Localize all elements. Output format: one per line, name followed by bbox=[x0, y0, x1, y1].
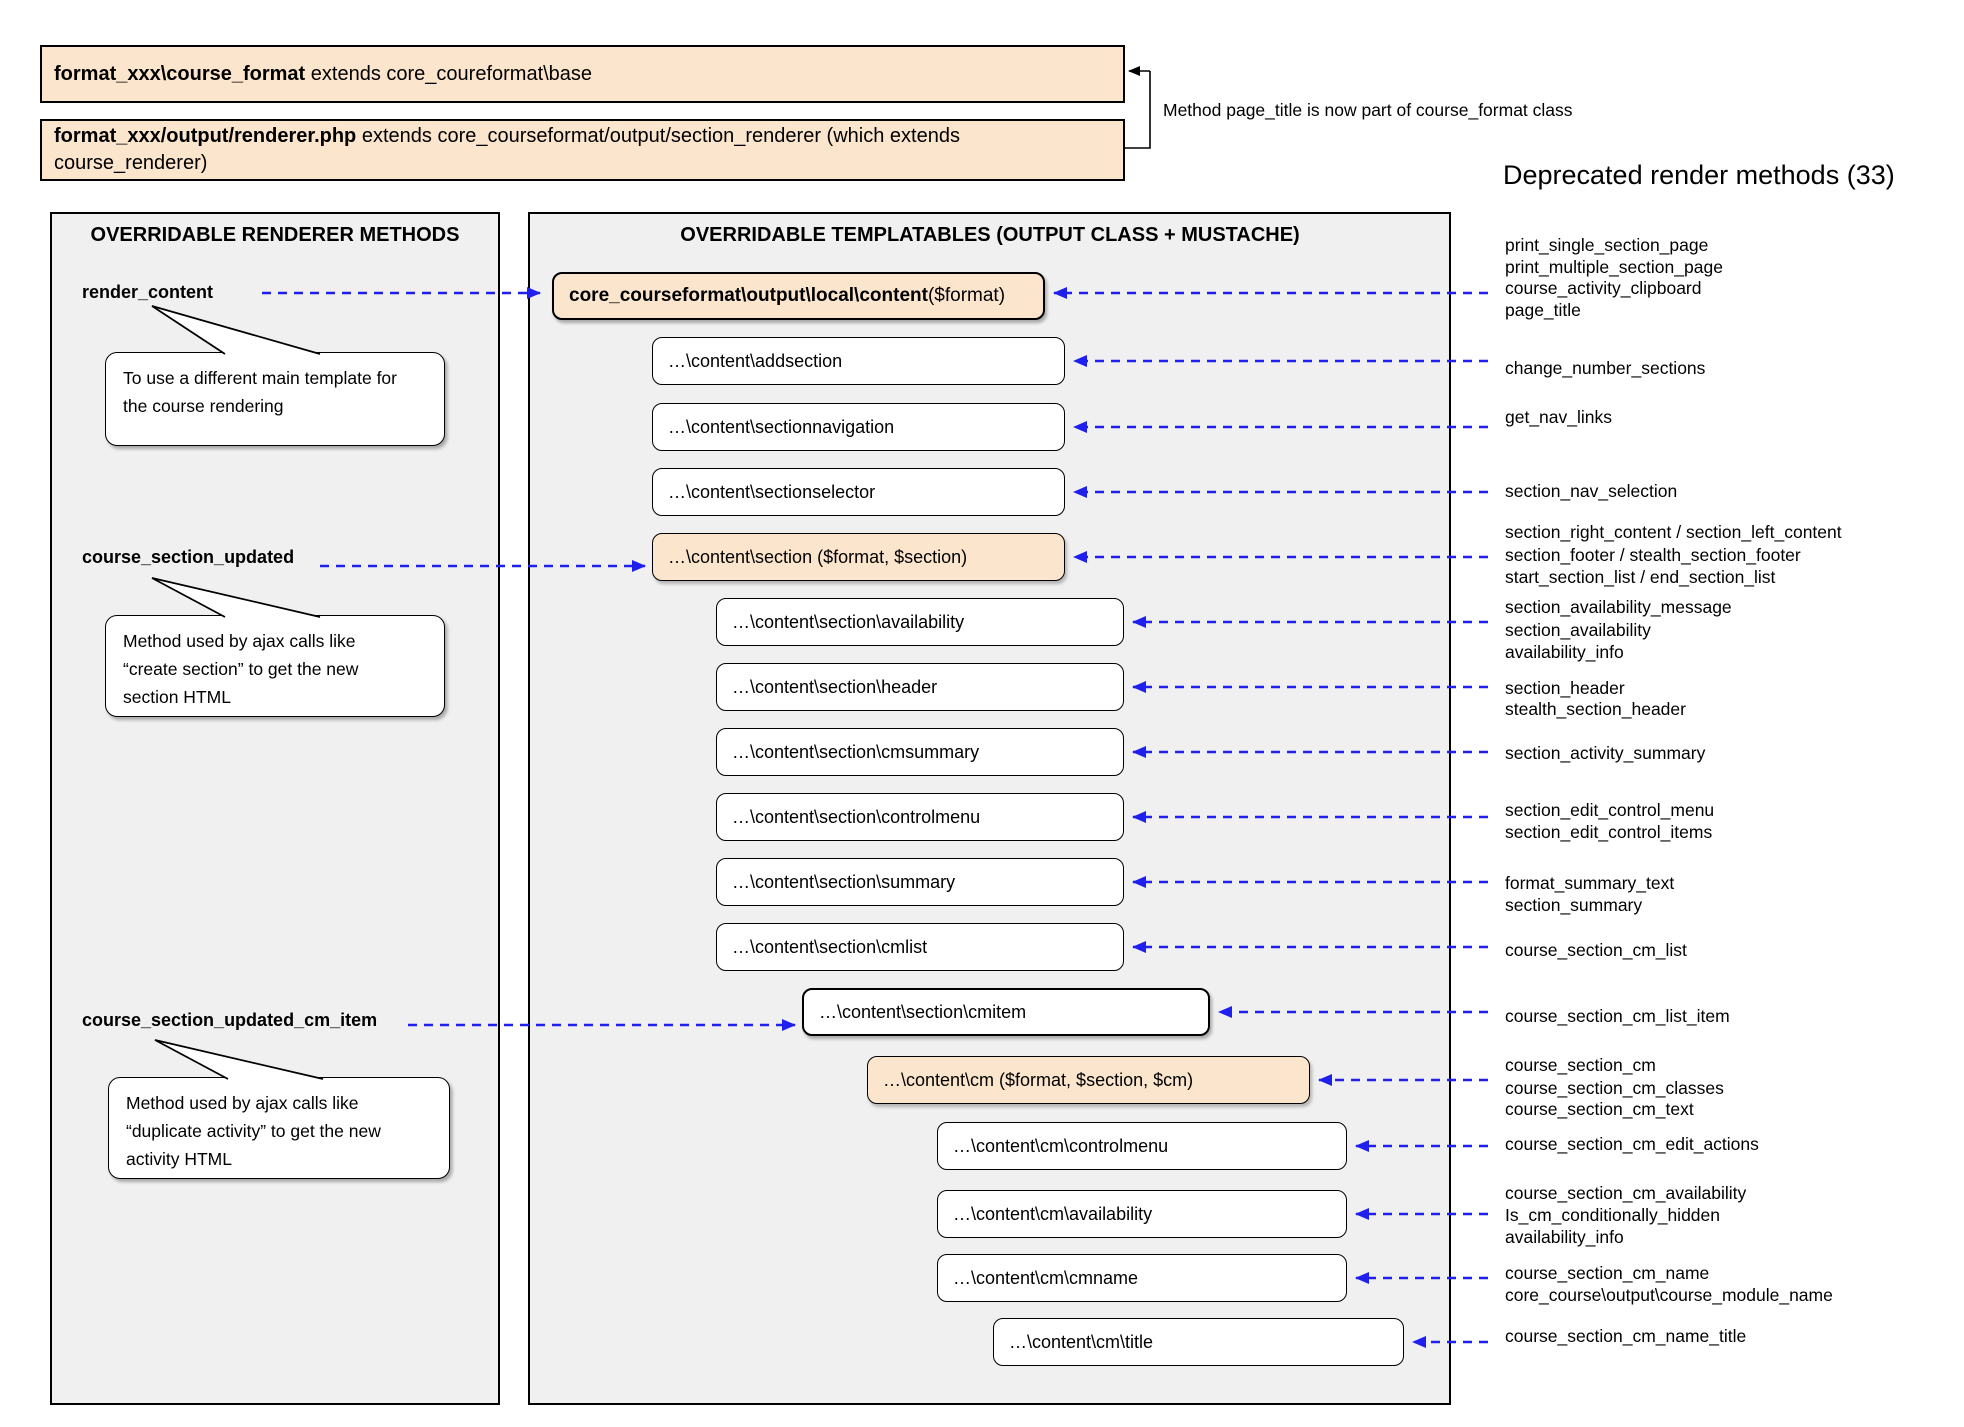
templatable-box-sectionselector: …\content\sectionselector bbox=[652, 468, 1065, 516]
deprecated-method-label: course_activity_clipboard bbox=[1505, 278, 1702, 298]
deprecated-method-label: start_section_list / end_section_list bbox=[1505, 567, 1776, 587]
templatable-box-section: …\content\section ($format, $section) bbox=[652, 533, 1065, 581]
deprecated-method-label: section_footer / stealth_section_footer bbox=[1505, 545, 1801, 565]
speech-bubble-line: To use a different main template for bbox=[123, 368, 397, 388]
speech-bubble-line: section HTML bbox=[123, 687, 231, 707]
deprecated-method-label: course_section_cm_name bbox=[1505, 1263, 1710, 1283]
deprecated-title: Deprecated render methods (33) bbox=[1503, 160, 1895, 190]
renderer-box-bold: format_xxx/output/renderer.php bbox=[54, 125, 357, 147]
renderer-box: format_xxx/output/renderer.php extends c… bbox=[40, 119, 1125, 181]
deprecated-method-label: print_single_section_page bbox=[1505, 235, 1709, 255]
deprecated-method-label: section_edit_control_items bbox=[1505, 822, 1713, 842]
deprecated-method-label: course_section_cm_text bbox=[1505, 1099, 1694, 1119]
speech-bubble-line: Method used by ajax calls like bbox=[123, 631, 356, 651]
deprecated-method-label: Is_cm_conditionally_hidden bbox=[1505, 1205, 1720, 1225]
speech-bubble-line: “duplicate activity” to get the new bbox=[126, 1121, 381, 1141]
speech-bubble-line: “create section” to get the new bbox=[123, 659, 359, 679]
deprecated-method-label: section_right_content / section_left_con… bbox=[1505, 522, 1842, 542]
deprecated-method-label: course_section_cm_classes bbox=[1505, 1078, 1724, 1098]
renderer-box-line1: format_xxx/output/renderer.php extends c… bbox=[54, 123, 1111, 150]
deprecated-method-label: course_section_cm_list bbox=[1505, 940, 1687, 960]
course-format-box: format_xxx\course_format extends core_co… bbox=[40, 45, 1125, 103]
deprecated-method-label: section_availability_message bbox=[1505, 597, 1732, 617]
deprecated-method-label: section_header bbox=[1505, 678, 1625, 698]
deprecated-method-label: section_edit_control_menu bbox=[1505, 800, 1715, 820]
templatable-box-content: core_courseformat\output\local\content (… bbox=[552, 272, 1045, 320]
templatable-box-section-header: …\content\section\header bbox=[716, 663, 1124, 711]
templatable-box-rest: ($format) bbox=[927, 285, 1006, 306]
course-format-box-bold: format_xxx\course_format bbox=[54, 62, 306, 85]
deprecated-method-label: course_section_cm_name_title bbox=[1505, 1326, 1747, 1346]
deprecated-method-label: stealth_section_header bbox=[1505, 699, 1686, 719]
deprecated-method-label: core_course\output\course_module_name bbox=[1505, 1285, 1833, 1305]
note-bracket bbox=[1125, 71, 1151, 149]
templatable-box-section-cmitem: …\content\section\cmitem bbox=[802, 988, 1210, 1036]
templatable-box-section-controlmenu: …\content\section\controlmenu bbox=[716, 793, 1124, 841]
deprecated-method-label: page_title bbox=[1505, 300, 1581, 320]
deprecated-method-label: section_activity_summary bbox=[1505, 743, 1706, 763]
speech-bubble-line: activity HTML bbox=[126, 1149, 232, 1169]
deprecated-method-label: section_nav_selection bbox=[1505, 481, 1678, 501]
templatables-panel-title: OVERRIDABLE TEMPLATABLES (OUTPUT CLASS +… bbox=[680, 224, 1300, 246]
templatable-box-cm-controlmenu: …\content\cm\controlmenu bbox=[937, 1122, 1347, 1170]
renderer-method-label-render_content: render_content bbox=[82, 282, 214, 302]
deprecated-method-label: change_number_sections bbox=[1505, 358, 1706, 378]
renderer-method-label-course_section_updated_cm_item: course_section_updated_cm_item bbox=[82, 1010, 378, 1030]
speech-bubble: To use a different main template for the … bbox=[105, 352, 445, 446]
deprecated-method-label: availability_info bbox=[1505, 1227, 1624, 1247]
deprecated-method-label: course_section_cm_availability bbox=[1505, 1183, 1747, 1203]
renderer-box-line2: course_renderer) bbox=[54, 152, 208, 174]
deprecated-method-label: section_summary bbox=[1505, 895, 1643, 915]
page-title-note: Method page_title is now part of course_… bbox=[1163, 100, 1573, 120]
renderer-methods-panel-title: OVERRIDABLE RENDERER METHODS bbox=[90, 224, 460, 246]
deprecated-method-label: course_section_cm bbox=[1505, 1055, 1656, 1075]
renderer-method-label-course_section_updated: course_section_updated bbox=[82, 547, 295, 567]
deprecated-method-label: print_multiple_section_page bbox=[1505, 257, 1723, 277]
templatable-box-cm-availability: …\content\cm\availability bbox=[937, 1190, 1347, 1238]
course-format-box-text: format_xxx\course_format extends core_co… bbox=[54, 61, 1111, 88]
deprecated-method-label: course_section_cm_list_item bbox=[1505, 1006, 1730, 1026]
templatable-box-section-cmlist: …\content\section\cmlist bbox=[716, 923, 1124, 971]
templatable-box-cm-title: …\content\cm\title bbox=[993, 1318, 1404, 1366]
deprecated-method-label: availability_info bbox=[1505, 642, 1624, 662]
deprecated-method-label: get_nav_links bbox=[1505, 407, 1613, 427]
templatable-box-sectionnavigation: …\content\sectionnavigation bbox=[652, 403, 1065, 451]
templatable-box-addsection: …\content\addsection bbox=[652, 337, 1065, 385]
deprecated-method-label: course_section_cm_edit_actions bbox=[1505, 1134, 1759, 1154]
templatable-box-section-summary: …\content\section\summary bbox=[716, 858, 1124, 906]
deprecated-method-label: format_summary_text bbox=[1505, 873, 1675, 893]
templatable-box-section-availability: …\content\section\availability bbox=[716, 598, 1124, 646]
speech-bubble-line: the course rendering bbox=[123, 396, 284, 416]
course-format-box-rest: extends core_coureformat\base bbox=[305, 62, 593, 85]
templatable-box-cm-cmname: …\content\cm\cmname bbox=[937, 1254, 1347, 1302]
templatable-box-cm: …\content\cm ($format, $section, $cm) bbox=[867, 1056, 1310, 1104]
deprecated-method-label: section_availability bbox=[1505, 620, 1651, 640]
speech-bubble-line: Method used by ajax calls like bbox=[126, 1093, 359, 1113]
templatable-box-section-cmsummary: …\content\section\cmsummary bbox=[716, 728, 1124, 776]
speech-bubble: Method used by ajax calls like “duplicate… bbox=[108, 1077, 450, 1179]
speech-bubble: Method used by ajax calls like “create se… bbox=[105, 615, 445, 717]
renderer-box-rest: extends core_courseformat/output/section… bbox=[356, 125, 960, 147]
templatable-box-bold: core_courseformat\output\local\content bbox=[569, 285, 928, 306]
